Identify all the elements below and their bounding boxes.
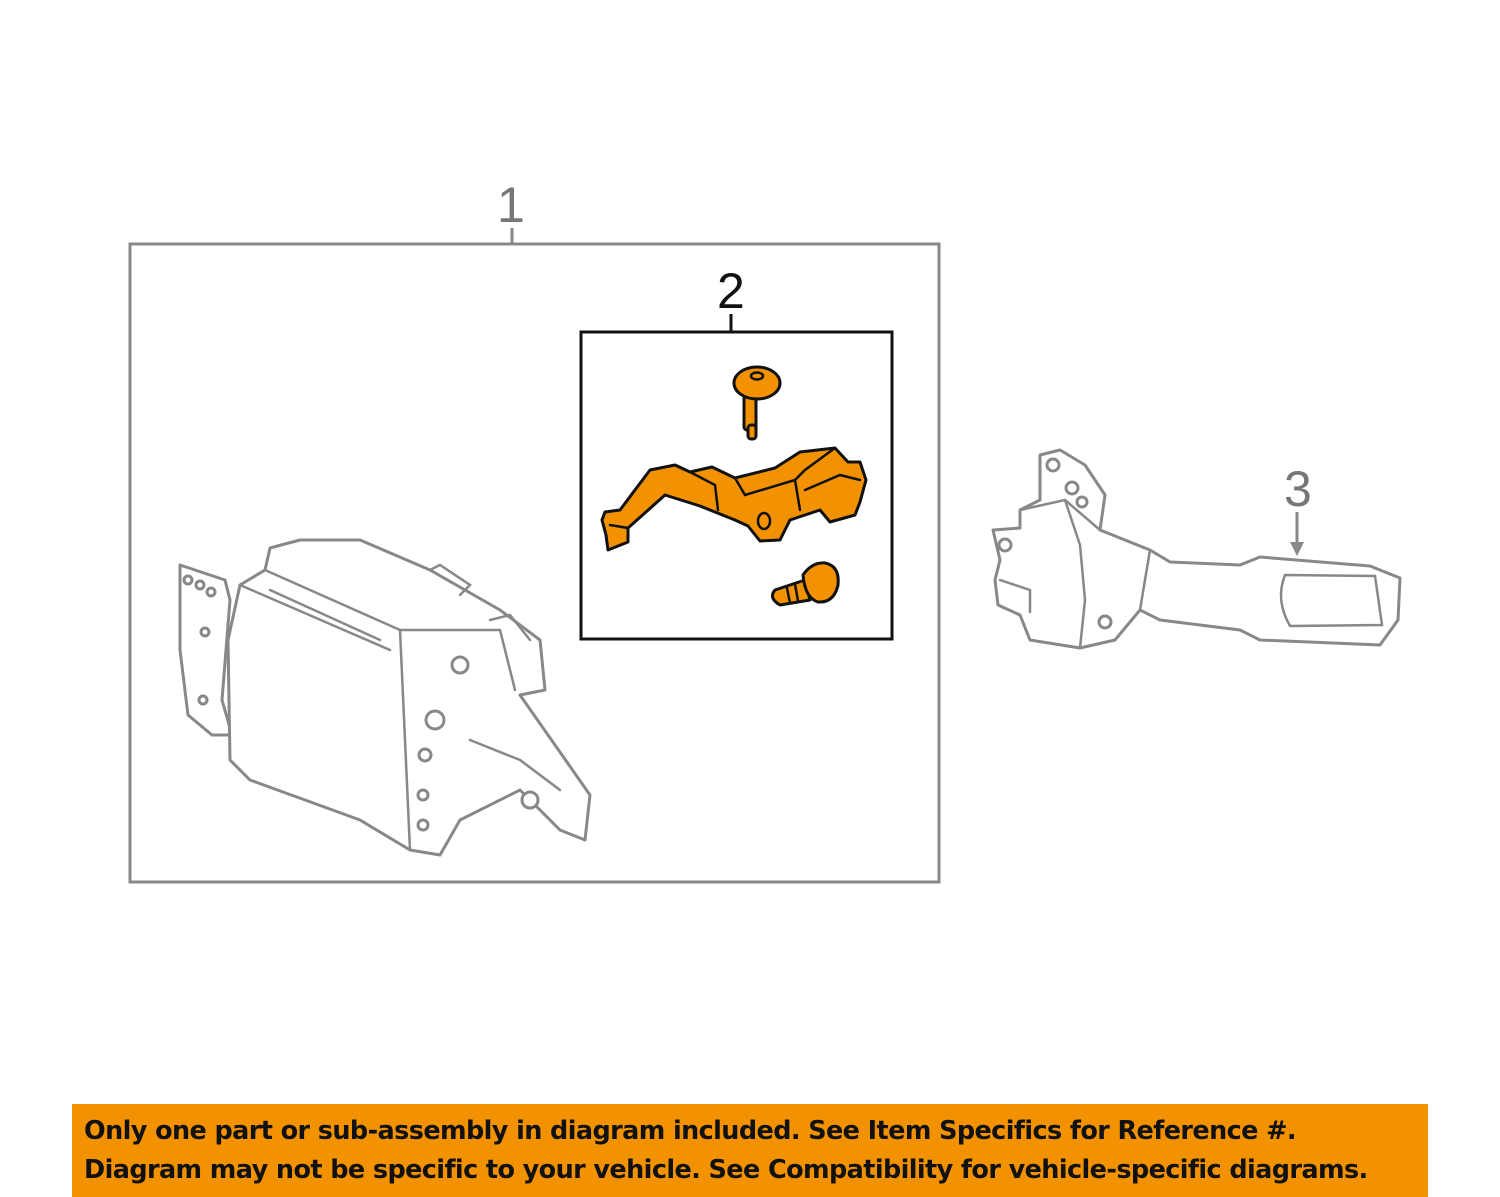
parts-diagram: 1 2 xyxy=(128,177,1402,884)
callout-3: 3 xyxy=(1284,461,1312,517)
bracket-drawing xyxy=(600,446,868,552)
bolt-bottom-drawing xyxy=(770,561,840,607)
item-1-assembly: 1 2 xyxy=(128,177,941,884)
cruise-control-switch-drawing xyxy=(991,448,1402,650)
disclaimer-line-2: Diagram may not be specific to your vehi… xyxy=(84,1155,1368,1185)
callout-2: 2 xyxy=(717,263,745,319)
callout-1: 1 xyxy=(497,177,525,233)
radar-sensor-drawing xyxy=(178,538,592,857)
item-3-switch: 3 xyxy=(991,448,1402,650)
disclaimer-line-1: Only one part or sub-assembly in diagram… xyxy=(84,1116,1297,1146)
disclaimer-banner: Only one part or sub-assembly in diagram… xyxy=(72,1104,1428,1197)
item-2-bracket-kit: 2 xyxy=(579,263,894,641)
screw-top-drawing xyxy=(732,365,782,441)
